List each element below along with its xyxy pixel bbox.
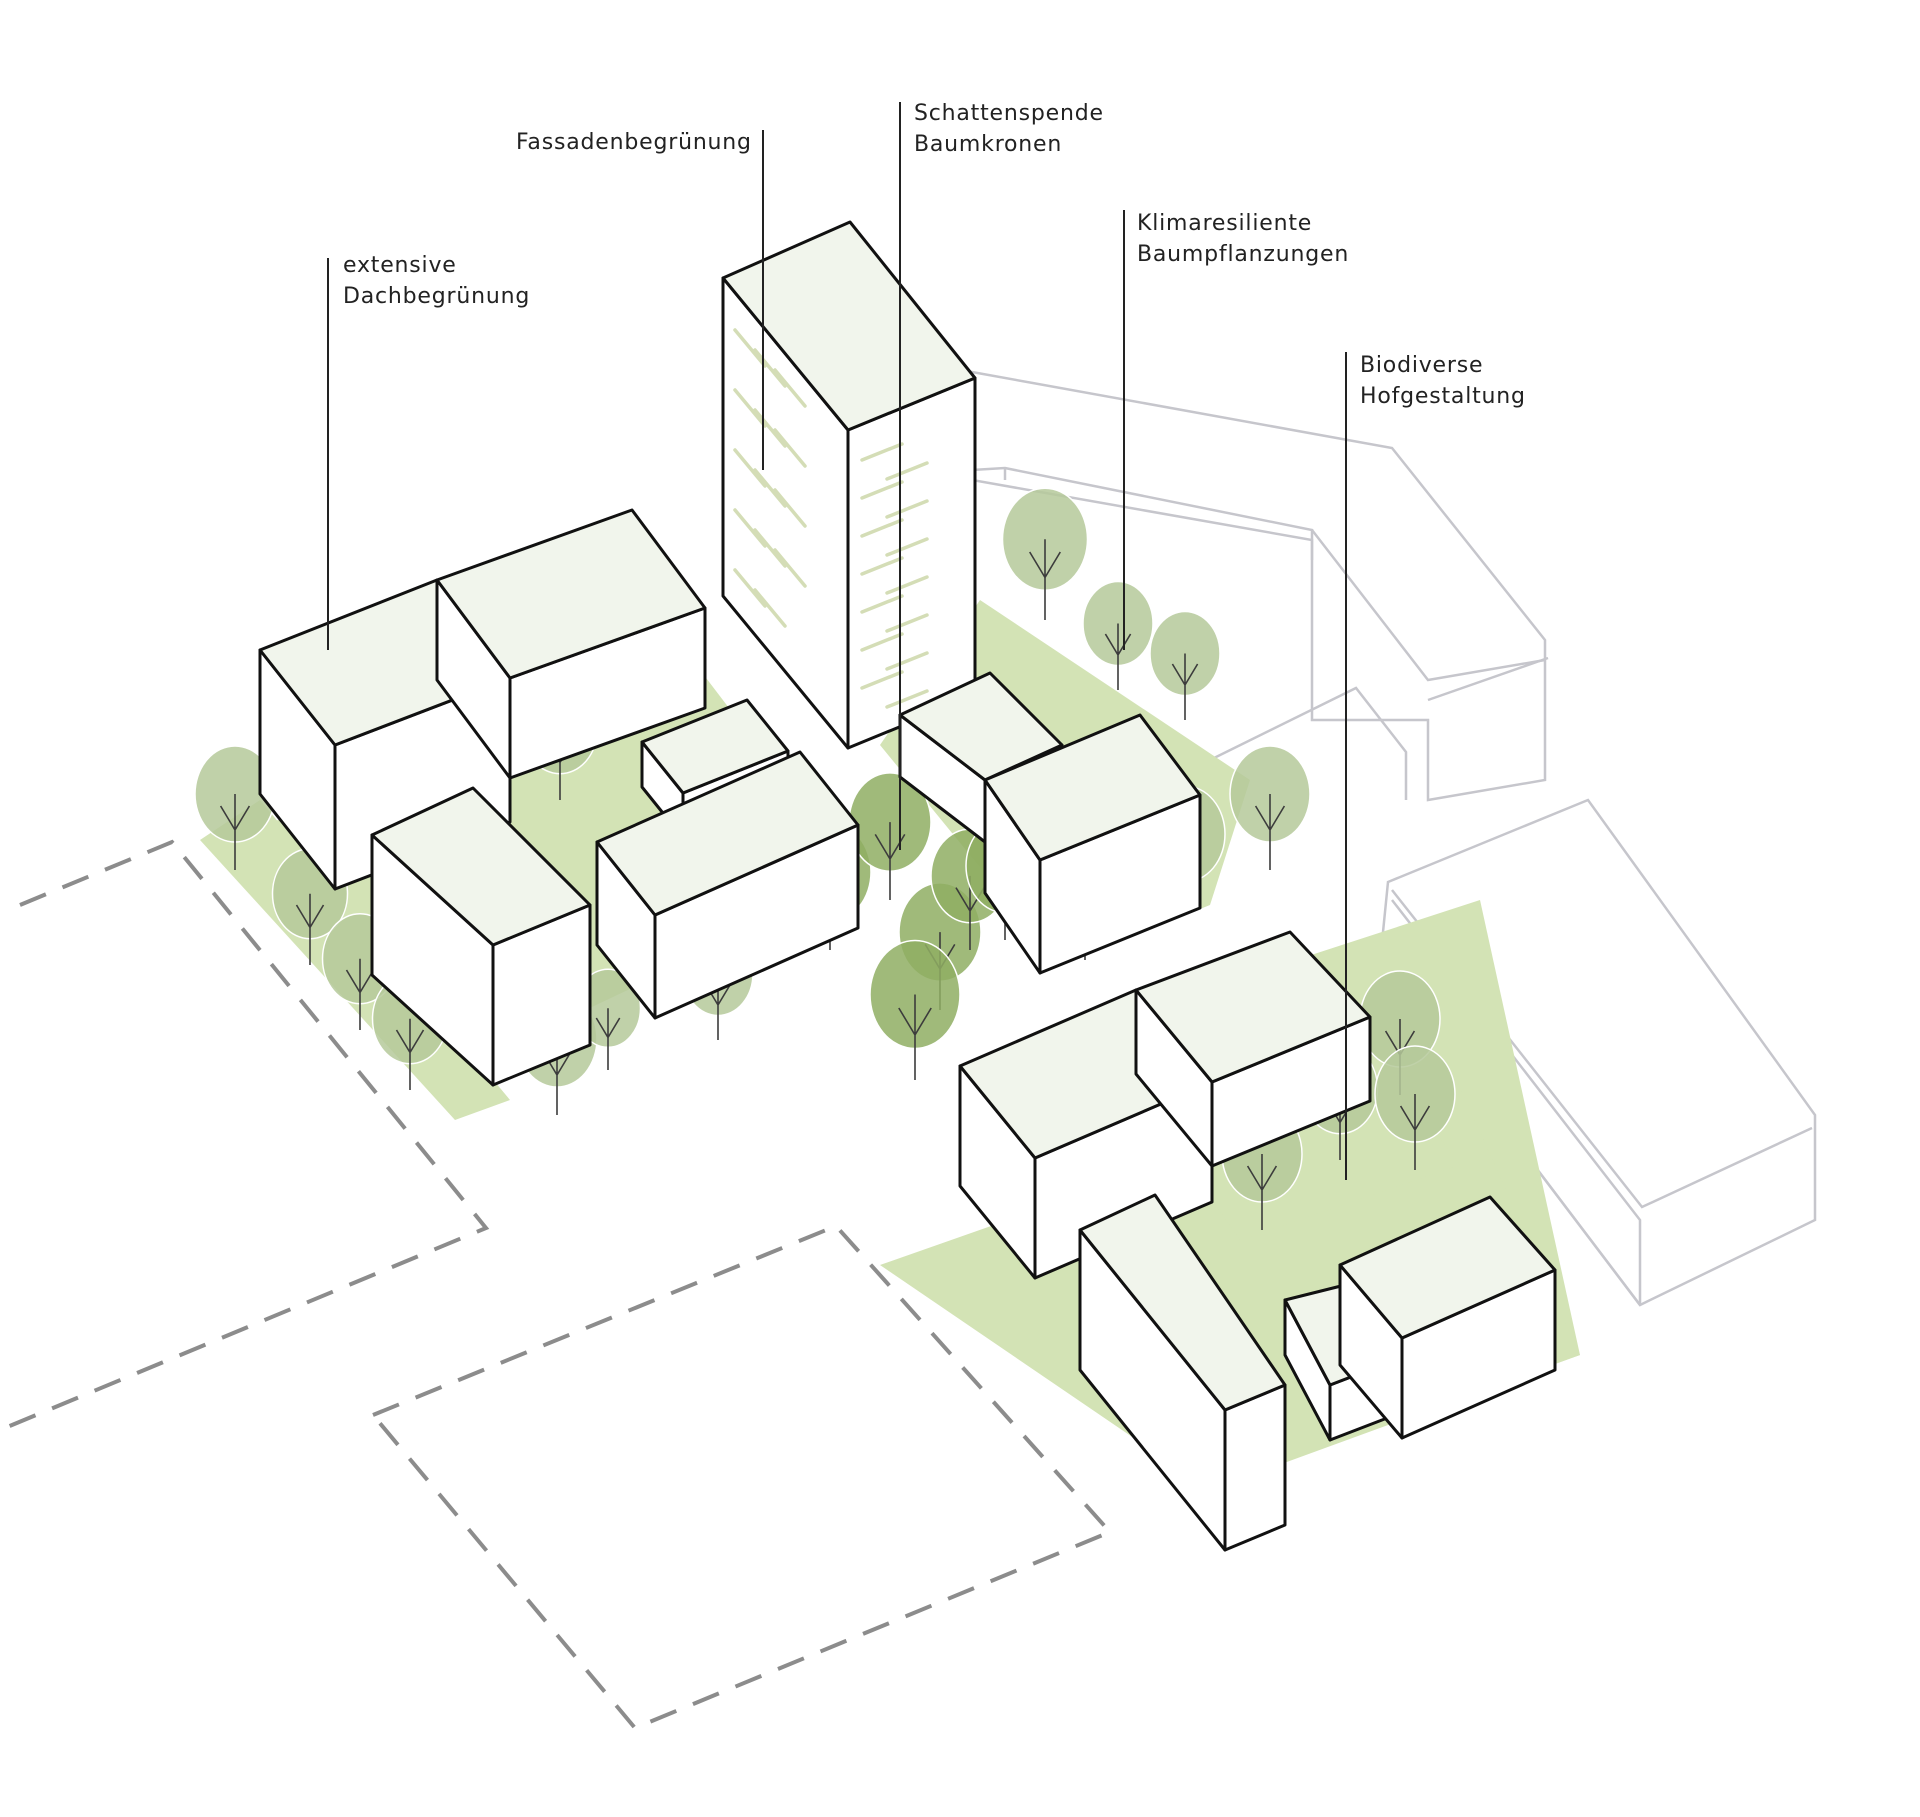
label-schatten-line-1: Schattenspende xyxy=(914,98,1104,129)
tree xyxy=(1003,488,1088,620)
label-klima-line-1: Klimaresiliente xyxy=(1137,208,1349,239)
label-fassade-line-1: Fassadenbegrünung xyxy=(516,127,752,158)
label-hof-line-1: Biodiverse xyxy=(1360,350,1526,381)
tree xyxy=(1083,582,1153,691)
label-schatten-line-2: Baumkronen xyxy=(914,129,1104,160)
label-dach-line-1: extensive xyxy=(343,250,530,281)
label-dachbegruenung: extensive Dachbegrünung xyxy=(343,250,530,312)
tree xyxy=(870,941,960,1081)
tree xyxy=(1150,612,1220,721)
label-dach-line-2: Dachbegrünung xyxy=(343,281,530,312)
label-biodiverse: Biodiverse Hofgestaltung xyxy=(1360,350,1526,412)
label-klima-line-2: Baumpflanzungen xyxy=(1137,239,1349,270)
label-fassadenbegruenung: Fassadenbegrünung xyxy=(516,127,752,158)
building-tower xyxy=(723,222,975,748)
label-schattenspende: Schattenspende Baumkronen xyxy=(914,98,1104,160)
label-klimaresiliente: Klimaresiliente Baumpflanzungen xyxy=(1137,208,1349,270)
buildings xyxy=(260,222,1555,1550)
tree xyxy=(1230,746,1310,870)
label-hof-line-2: Hofgestaltung xyxy=(1360,381,1526,412)
